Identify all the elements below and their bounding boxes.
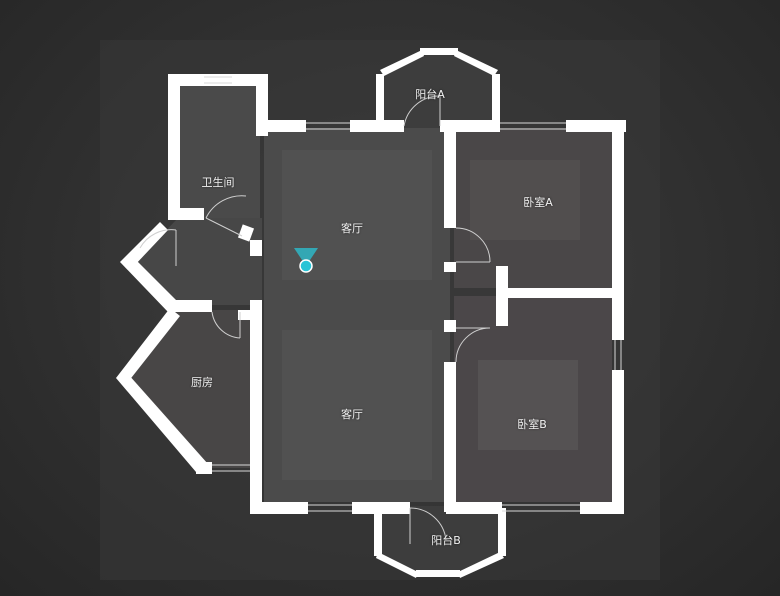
room-label-kitchen: 厨房 — [191, 376, 213, 389]
doors — [139, 95, 491, 544]
floor-balcony-a — [380, 54, 496, 128]
floor-living-room — [264, 128, 450, 502]
room-label-living-room-north: 客厅 — [341, 222, 363, 235]
room-label-balcony-b: 阳台B — [431, 534, 461, 547]
walls — [116, 48, 626, 578]
floor-bedroom-b — [454, 296, 612, 502]
room-label-living-room-south: 客厅 — [341, 408, 363, 421]
windows — [204, 76, 622, 512]
floor-bathroom — [178, 84, 260, 218]
camera-position-icon[interactable] — [294, 248, 318, 276]
room-label-balcony-a: 阳台A — [415, 88, 445, 101]
floor-hall — [130, 218, 262, 305]
room-label-bedroom-a: 卧室A — [523, 196, 553, 209]
floor-kitchen — [126, 310, 258, 468]
room-label-bathroom: 卫生间 — [201, 176, 235, 189]
room-label-bedroom-b: 卧室B — [517, 418, 547, 431]
floor-bedroom-a — [454, 128, 612, 288]
room-floors — [126, 54, 612, 574]
floor-balcony-b — [378, 506, 500, 574]
